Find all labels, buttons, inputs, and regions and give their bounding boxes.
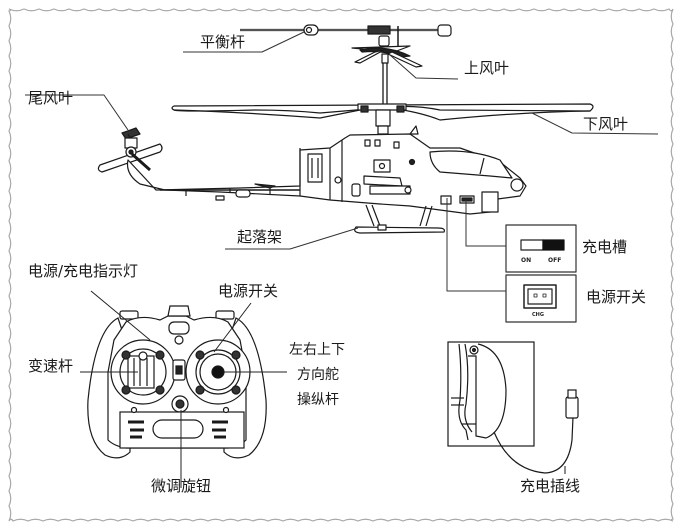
label-landing-gear: 起落架 bbox=[237, 228, 283, 246]
switch-off-label: OFF bbox=[548, 257, 561, 264]
switch-panel-box: ON OFF bbox=[505, 224, 577, 273]
scalloped-border bbox=[8, 8, 674, 522]
label-heli-power-switch: 电源开关 bbox=[586, 288, 647, 306]
label-charging-port: 充电槽 bbox=[582, 238, 628, 256]
label-tail-rotor: 尾风叶 bbox=[28, 89, 74, 107]
label-upper-rotor: 上风叶 bbox=[464, 59, 510, 77]
leader-lines bbox=[25, 31, 659, 292]
label-direction-stick-line1: 左右上下 bbox=[289, 342, 345, 358]
label-lower-rotor: 下风叶 bbox=[583, 115, 629, 133]
charger-cable-illustration bbox=[447, 341, 579, 474]
label-direction-stick-line3: 操纵杆 bbox=[297, 392, 339, 408]
label-direction-stick-line2: 方向舵 bbox=[297, 367, 339, 383]
helicopter-illustration: ON OFF CHG bbox=[25, 24, 659, 323]
label-indicator-light: 电源/充电指示灯 bbox=[28, 262, 139, 280]
lower-rotor-part bbox=[171, 103, 594, 135]
switch-on-label: ON bbox=[521, 257, 531, 264]
border-path bbox=[8, 8, 674, 522]
label-charging-cable: 充电插线 bbox=[520, 477, 581, 495]
flybar-part bbox=[240, 24, 452, 52]
label-trim-knob: 微调旋钮 bbox=[151, 477, 212, 495]
fuselage bbox=[126, 125, 527, 215]
label-flybar: 平衡杆 bbox=[200, 33, 246, 51]
charge-port-label: CHG bbox=[532, 312, 544, 318]
landing-gear-part bbox=[354, 204, 445, 234]
controller-leader-lines bbox=[80, 290, 287, 488]
charge-port-panel-box: CHG bbox=[505, 274, 577, 323]
label-throttle-stick: 变速杆 bbox=[28, 357, 74, 375]
label-controller-power-switch: 电源开关 bbox=[218, 282, 279, 300]
upper-rotor-part bbox=[351, 45, 423, 106]
remote-controller-illustration bbox=[80, 290, 287, 488]
